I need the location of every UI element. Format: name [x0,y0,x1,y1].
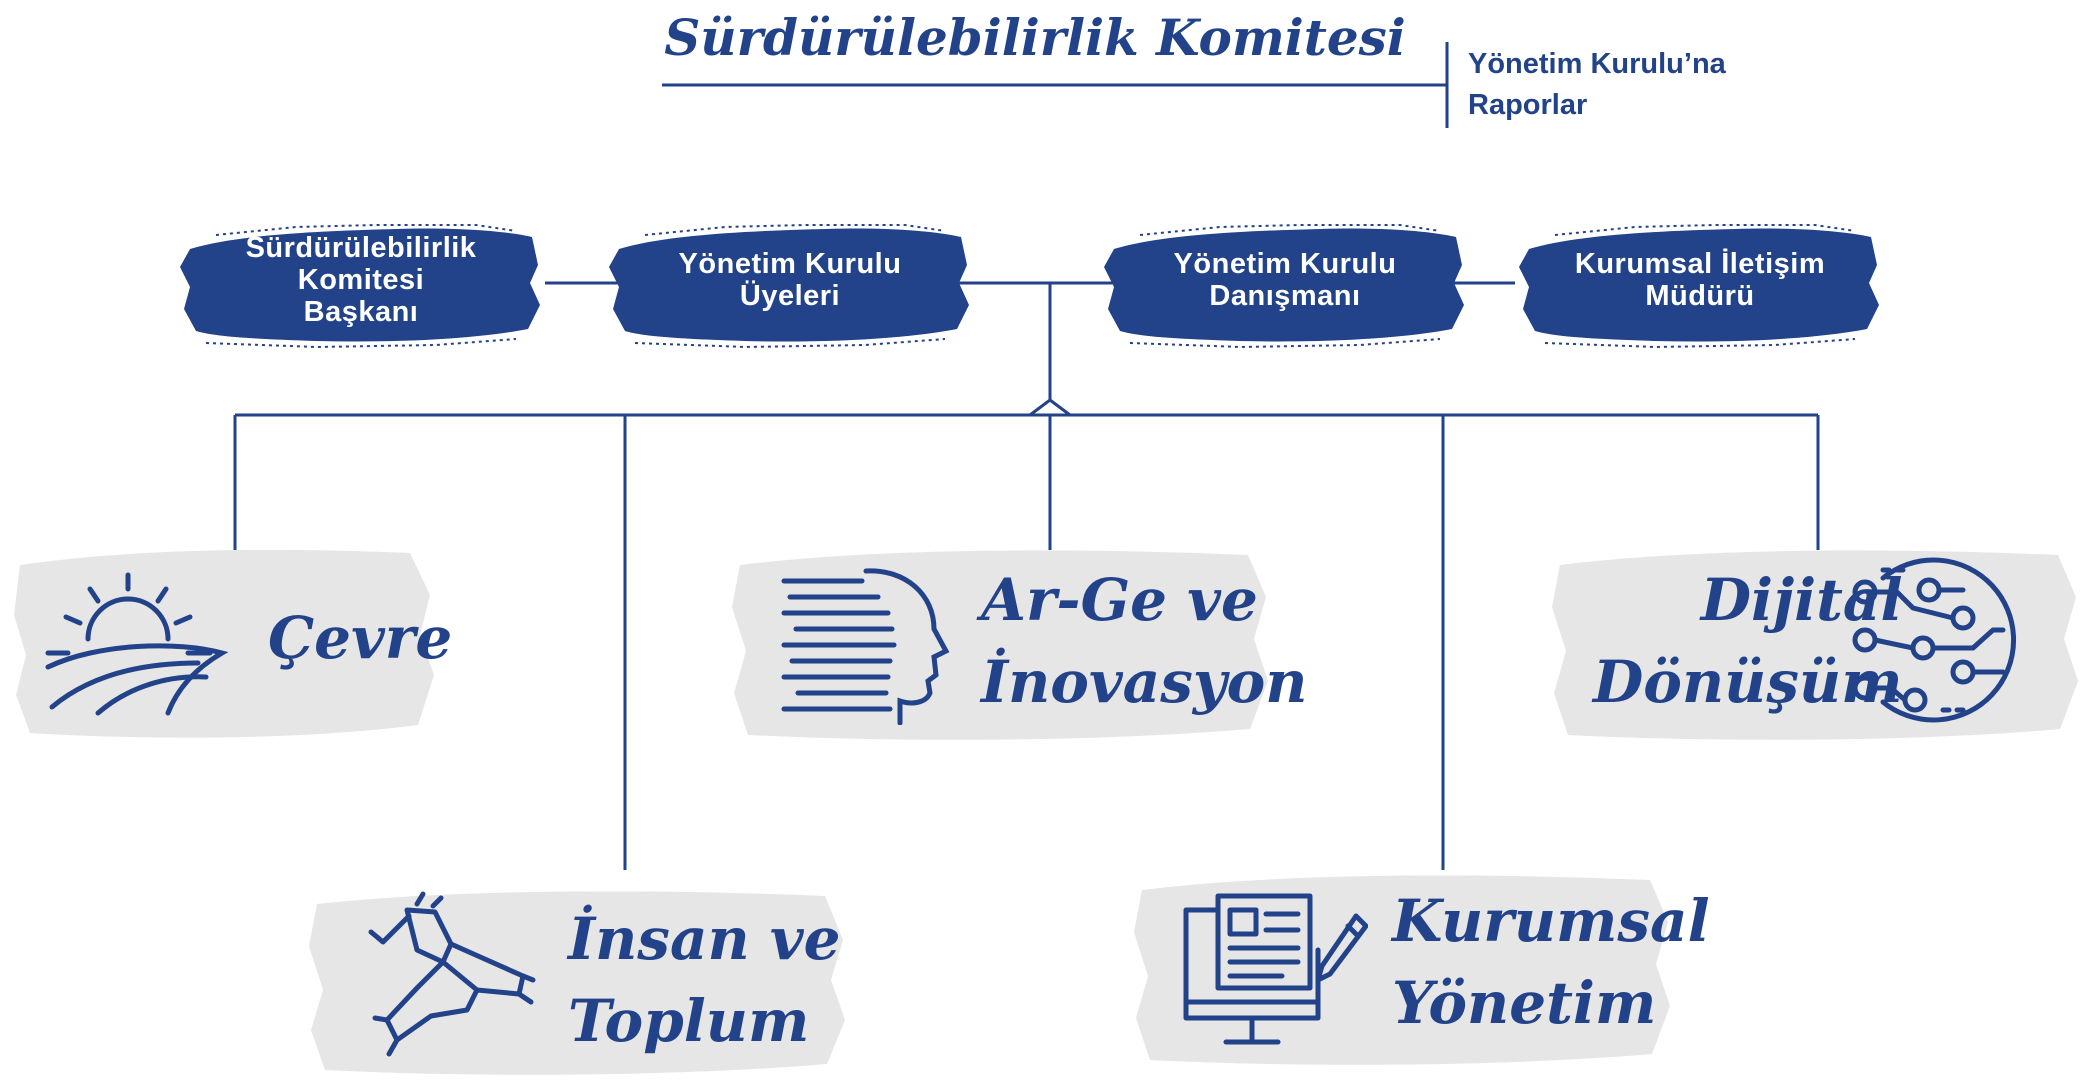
category-rnd-innovation: Ar-Ge ve İnovasyon [728,535,1307,750]
role-line: Üyeleri [739,280,841,312]
category-people-society: İnsan ve Toplum [305,880,850,1080]
category-label-line: İnovasyon [981,648,1308,716]
computer-document-icon [1183,893,1368,1045]
role-line: Kurumsal İletişim [1574,248,1826,280]
role-box-board-advisor: Yönetim Kurulu Danışmanı [1100,205,1470,355]
category-digital-transformation: Dijital Dönüşüm [1548,535,2083,750]
reports-to-note: Yönetim Kurulu’na Raporlar [1468,44,1828,126]
category-label-line: Çevre [268,604,453,672]
category-label-line: Dönüşüm [1593,648,1903,716]
gray-brush-shape [309,891,845,1075]
gray-brush-shape [14,549,434,738]
category-label-line: Yönetim [1392,969,1657,1037]
sun-landscape-icon [45,572,228,716]
role-line: Yönetim Kurulu [678,248,902,280]
reports-to-line-2: Raporlar [1468,89,1588,121]
category-label-line: Kurumsal [1392,887,1710,955]
brush-stroke-shape [609,224,969,349]
role-box-committee-chair: Sürdürülebilirlik Komitesi Başkanı [176,205,546,355]
committee-title: Sürdürülebilirlik Komitesi [664,8,1406,67]
role-line: Komitesi [297,264,425,296]
role-line: Başkanı [303,296,419,328]
category-environment: Çevre [10,535,452,750]
category-corporate-governance: Kurumsal Yönetim [1130,860,1710,1075]
brush-stroke-shape [1519,224,1879,349]
reports-to-line-1: Yönetim Kurulu’na [1468,48,1726,80]
role-box-corporate-communications: Kurumsal İletişim Müdürü [1515,205,1885,355]
brush-stroke-shape [1104,224,1464,349]
role-line: Müdürü [1645,280,1755,312]
category-label-line: Toplum [568,987,810,1055]
role-line: Sürdürülebilirlik [245,232,477,264]
digital-head-icon [781,568,950,725]
category-label-line: Ar-Ge ve [981,566,1258,634]
category-label-line: İnsan ve [568,905,841,973]
role-line: Yönetim Kurulu [1173,248,1397,280]
circuit-icon [1852,557,2016,723]
brush-stroke-shape [180,224,540,349]
role-box-board-members: Yönetim Kurulu Üyeleri [605,205,975,355]
joined-hands-icon [368,891,536,1057]
gray-brush-shape [1552,550,2078,740]
role-line: Danışmanı [1209,280,1361,312]
